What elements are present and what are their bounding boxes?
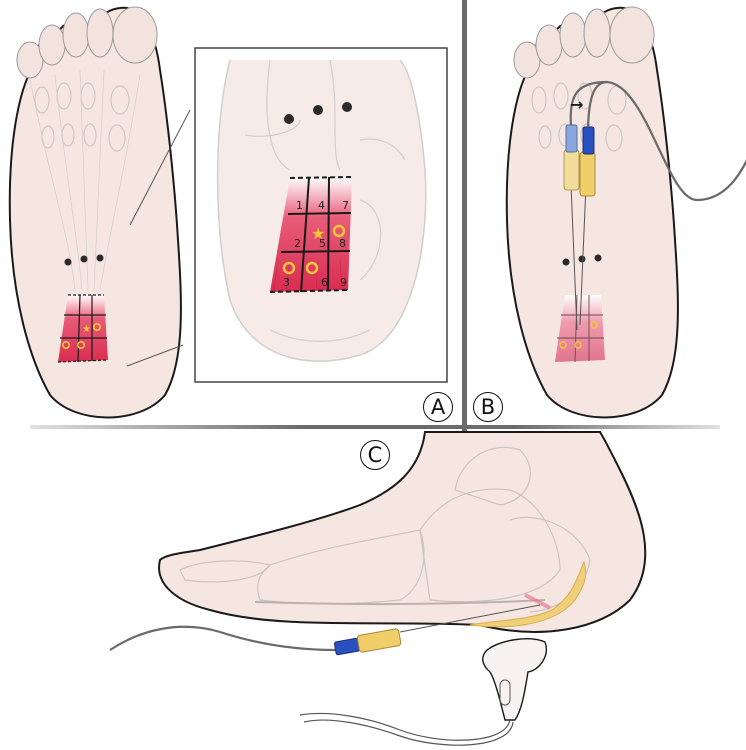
grid-cell-2: 2 [294,237,301,250]
landmark-dots [64,254,104,266]
panel-label-b: B [473,392,503,422]
panel-label-a: A [423,392,453,422]
grid-cell-5: 5 [319,237,326,250]
grid-cell-8: 8 [339,237,346,250]
arrow-icon: → [570,95,583,114]
grid-cell-1: 1 [296,199,303,212]
grid-cell-9: 9 [340,276,347,289]
grid-cell-4: 4 [318,199,325,212]
vertical-divider [462,0,467,432]
svg-text:★: ★ [311,224,325,243]
grid-cell-7: 7 [342,199,349,212]
grid-cell-6: 6 [321,276,328,289]
horizontal-divider [30,425,720,429]
svg-text:★: ★ [82,324,91,335]
grid-cell-3: 3 [283,276,290,289]
panel-label-c: C [360,440,390,470]
